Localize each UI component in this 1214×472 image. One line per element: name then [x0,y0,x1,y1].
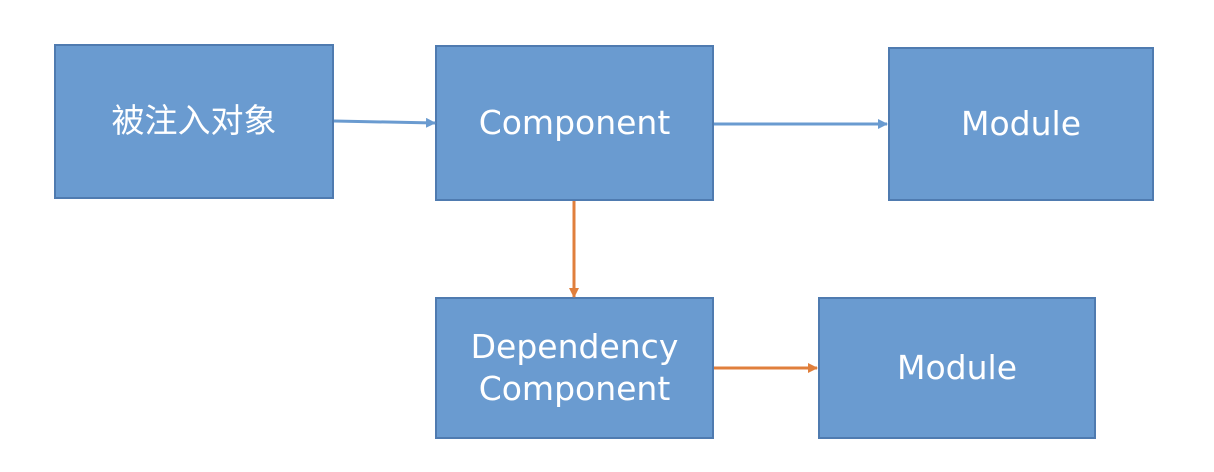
node-dependency-component: Dependency Component [435,297,714,439]
node-module-bottom-label: Module [897,347,1017,387]
node-injected-object-label: 被注入对象 [111,101,277,141]
node-dependency-component-line2: Component [478,369,671,408]
node-dependency-component-line1: Dependency [470,326,679,366]
node-component-label: Component [478,102,671,142]
node-module-bottom: Module [818,297,1096,439]
arrow-injected-to-component [333,117,436,128]
node-component: Component [435,45,714,201]
node-dependency-component-text: Dependency Component [471,326,679,410]
node-module-top: Module [888,47,1154,201]
node-module-top-label: Module [961,103,1081,143]
node-injected-object: 被注入对象 [54,44,334,199]
